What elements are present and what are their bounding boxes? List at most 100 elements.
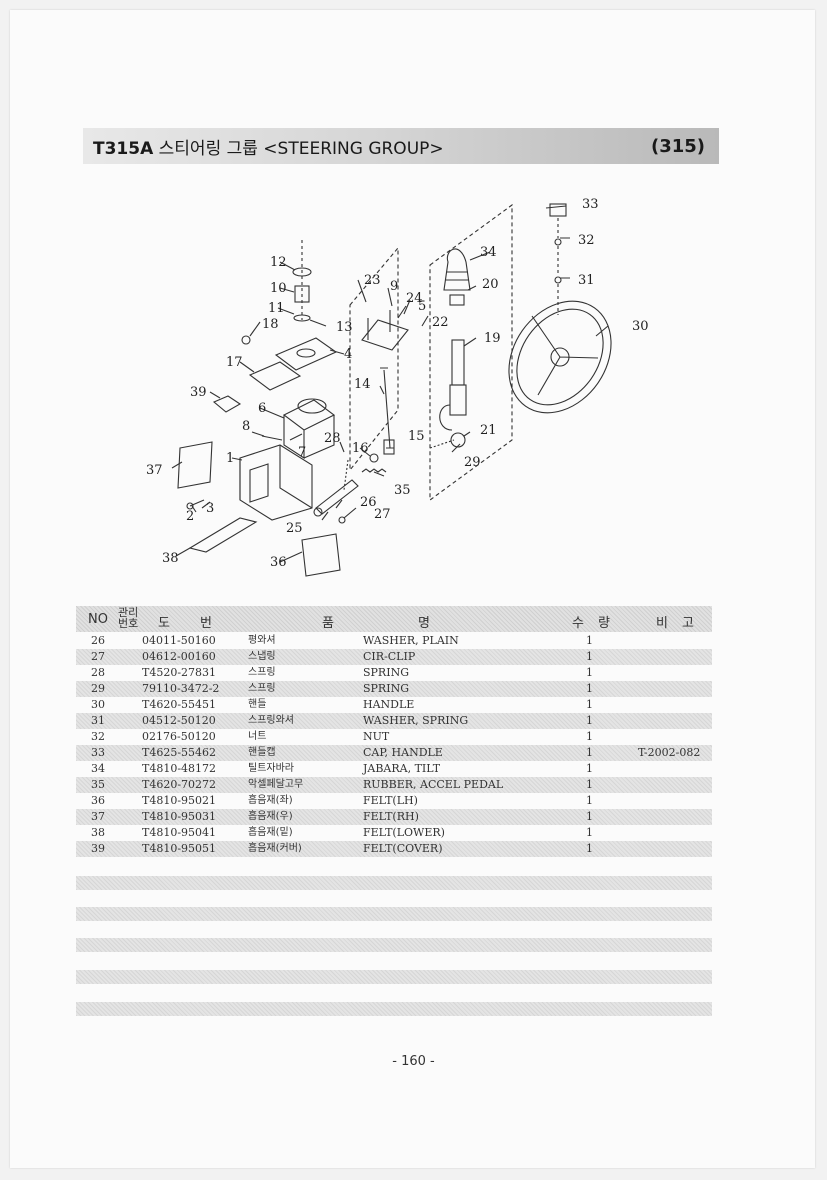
- cell-no: 27: [91, 650, 105, 663]
- header-bi: 비: [656, 616, 668, 631]
- cell-name-korean: 흡음재(커버): [248, 843, 302, 854]
- header-mgmt: 관리 번호: [118, 607, 138, 629]
- callout-10: 10: [270, 281, 287, 296]
- cell-no: 37: [91, 810, 105, 823]
- cell-name-korean: 스프링: [248, 683, 276, 694]
- cell-part-number: T4625-55462: [142, 746, 217, 759]
- cell-name-english: CIR-CLIP: [363, 650, 416, 663]
- cell-no: 28: [91, 666, 105, 679]
- cell-name-korean: 평와셔: [248, 635, 276, 646]
- cell-part-number: 79110-3472-2: [142, 682, 220, 695]
- callout-12: 12: [270, 255, 287, 270]
- cell-no: 36: [91, 794, 105, 807]
- blank-row-band: [76, 907, 712, 921]
- section-header: T315A 스티어링 그룹 <STEERING GROUP> (315): [83, 128, 719, 164]
- callout-4: 4: [344, 347, 352, 362]
- callout-1: 1: [226, 451, 234, 466]
- cell-quantity: 1: [586, 762, 593, 775]
- blank-row-band: [76, 970, 712, 984]
- exploded-parts-diagram: 12 10 11 18 13 4 17 39 6 8 7 1 37 2 3 38…: [130, 190, 670, 580]
- callout-25: 25: [286, 521, 303, 536]
- cell-quantity: 1: [586, 682, 593, 695]
- header-ryang: 량: [598, 616, 610, 631]
- callout-3: 3: [206, 501, 214, 516]
- cell-name-korean: 스프링와셔: [248, 715, 294, 726]
- callout-38: 38: [162, 551, 179, 566]
- header-no: NO: [88, 612, 108, 627]
- cell-name-english: FELT(LOWER): [363, 826, 445, 839]
- callout-18: 18: [262, 317, 279, 332]
- cell-quantity: 1: [586, 730, 593, 743]
- callout-16: 16: [352, 441, 369, 456]
- cell-name-english: NUT: [363, 730, 390, 743]
- callout-20: 20: [482, 277, 499, 292]
- cell-name-korean: 스프링: [248, 667, 276, 678]
- cell-part-number: T4520-27831: [142, 666, 217, 679]
- parts-table-header: NO 관리 번호 도 번 품 명 수 량 비 고: [76, 606, 712, 632]
- cell-no: 35: [91, 778, 105, 791]
- callout-22: 22: [432, 315, 449, 330]
- callout-7: 7: [298, 445, 306, 460]
- group-page-code: (315): [650, 135, 705, 157]
- callout-5: 5: [418, 299, 426, 314]
- cell-name-english: RUBBER, ACCEL PEDAL: [363, 778, 504, 791]
- cell-quantity: 1: [586, 842, 593, 855]
- callout-23: 23: [364, 273, 381, 288]
- cell-name-english: FELT(COVER): [363, 842, 443, 855]
- group-title: 스티어링 그룹 <STEERING GROUP>: [158, 138, 444, 159]
- wheel-rim: [508, 300, 612, 414]
- cell-no: 38: [91, 826, 105, 839]
- cell-no: 29: [91, 682, 105, 695]
- callout-2: 2: [186, 509, 194, 524]
- cell-name-korean: 핸들캡: [248, 747, 276, 758]
- callout-34: 34: [480, 245, 497, 260]
- cell-name-korean: 너트: [248, 731, 267, 742]
- callout-11: 11: [268, 301, 285, 316]
- callout-31: 31: [578, 273, 595, 288]
- cell-name-english: FELT(LH): [363, 794, 418, 807]
- callout-19: 19: [484, 331, 501, 346]
- callout-29: 29: [464, 455, 481, 470]
- callout-30: 30: [632, 319, 649, 334]
- cell-no: 34: [91, 762, 105, 775]
- blank-row-band: [76, 938, 712, 952]
- cell-no: 30: [91, 698, 105, 711]
- group-code: T315A: [93, 138, 154, 159]
- cell-name-korean: 흡음재(밑): [248, 827, 293, 838]
- cell-quantity: 1: [586, 826, 593, 839]
- blank-row-band: [76, 876, 712, 890]
- callout-15: 15: [408, 429, 425, 444]
- cell-name-english: WASHER, PLAIN: [363, 634, 459, 647]
- callout-27: 27: [374, 507, 391, 522]
- cell-name-english: CAP, HANDLE: [363, 746, 443, 759]
- header-myeong: 명: [418, 616, 430, 631]
- section-title: T315A 스티어링 그룹 <STEERING GROUP>: [93, 134, 444, 159]
- cell-part-number: T4620-70272: [142, 778, 217, 791]
- table-row: 32 02176-50120 너트 NUT 1: [76, 729, 712, 745]
- cell-no: 26: [91, 634, 105, 647]
- table-row: 36 T4810-95021 흡음재(좌) FELT(LH) 1: [76, 793, 712, 809]
- cell-part-number: T4620-55451: [142, 698, 217, 711]
- cell-part-number: T4810-95021: [142, 794, 217, 807]
- callout-14: 14: [354, 377, 371, 392]
- blank-row-band: [76, 1002, 712, 1016]
- cell-part-number: T4810-48172: [142, 762, 217, 775]
- cell-quantity: 1: [586, 714, 593, 727]
- cell-name-english: SPRING: [363, 666, 409, 679]
- cell-name-korean: 흡음재(좌): [248, 795, 293, 806]
- header-go: 고: [682, 616, 694, 631]
- cell-part-number: 02176-50120: [142, 730, 216, 743]
- callout-36: 36: [270, 555, 287, 570]
- cell-quantity: 1: [586, 794, 593, 807]
- cell-no: 32: [91, 730, 105, 743]
